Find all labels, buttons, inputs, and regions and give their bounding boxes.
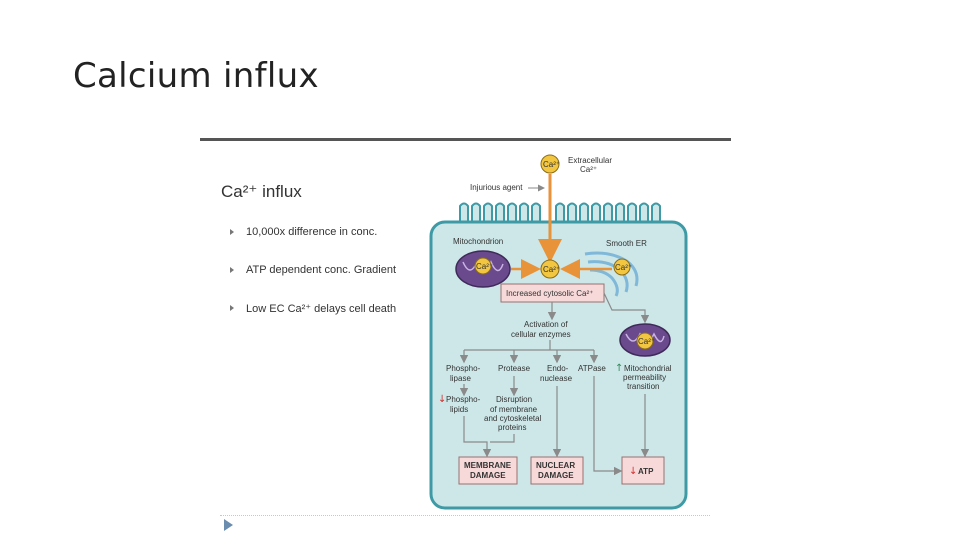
injurious-agent-label: Injurious agent [470, 183, 523, 192]
ca-ion-label: Ca²⁺ [615, 263, 632, 272]
protease-label: Protease [498, 364, 531, 373]
nuclear-damage-label: NUCLEAR [536, 461, 575, 470]
endonuclease-label: Endo- [547, 364, 569, 373]
phospholipids-label-2: lipids [450, 405, 468, 414]
ca-ion-label: Ca²⁺ [543, 160, 560, 169]
bottom-divider [220, 515, 710, 516]
mito-permeability-label-3: transition [627, 382, 659, 391]
phospholipids-label: Phospho- [446, 395, 481, 404]
mito-permeability-label: Mitochondrial [624, 364, 672, 373]
atp-label: ATP [638, 467, 654, 476]
nuclear-damage-label-2: DAMAGE [538, 471, 574, 480]
top-divider [200, 138, 731, 141]
mito-permeability-label-2: permeability [623, 373, 666, 382]
disruption-label-4: proteins [498, 423, 526, 432]
increased-cytosolic-label: Increased cytosolic Ca²⁺ [506, 289, 593, 298]
atp-box [621, 456, 665, 485]
ca-ion-label: Ca²⁺ [476, 262, 493, 271]
down-arrow-icon: ↓ [629, 466, 637, 477]
phospholipase-label-2: lipase [450, 374, 471, 383]
activation-label: Activation of [524, 320, 568, 329]
bullet-item: Low EC Ca²⁺ delays cell death [230, 302, 396, 340]
ca-ion-label: Ca²⁺ [638, 337, 655, 346]
bullet-arrow-icon [224, 519, 233, 531]
ca-ion-er [613, 258, 631, 276]
mitochondrion-label: Mitochondrion [453, 237, 503, 246]
extracellular-label: Extracellular [568, 156, 612, 165]
activation-label-2: cellular enzymes [511, 330, 571, 339]
slide-title: Calcium influx [73, 56, 319, 96]
panel-title: Ca²⁺ influx [221, 182, 302, 201]
ca-ion-cytosolic [540, 259, 560, 279]
bullet-item: 10,000x difference in conc. [230, 226, 396, 264]
smooth-er-label: Smooth ER [606, 239, 647, 248]
down-arrow-icon: ↓ [438, 394, 446, 405]
ca-ion-mito-right [636, 332, 654, 350]
membrane-damage-box [458, 456, 518, 485]
membrane-damage-label-2: DAMAGE [470, 471, 506, 480]
membrane-damage-label: MEMBRANE [464, 461, 512, 470]
atpase-label: ATPase [578, 364, 606, 373]
ca-ion-extracellular [540, 154, 560, 174]
phospholipase-label: Phospho- [446, 364, 481, 373]
up-arrow-icon: ↑ [615, 363, 623, 374]
disruption-label-2: of membrane [490, 405, 538, 414]
cell-body [429, 220, 688, 510]
ca-ion-mito [474, 257, 492, 275]
bullet-item: ATP dependent conc. Gradient [230, 264, 396, 302]
disruption-label: Disruption [496, 395, 532, 404]
disruption-label-3: and cytoskeletal [484, 414, 542, 423]
bullet-list: 10,000x difference in conc. ATP dependen… [230, 226, 396, 340]
endonuclease-label-2: nuclease [540, 374, 573, 383]
extracellular-label-2: Ca²⁺ [580, 165, 597, 174]
microvilli [459, 202, 661, 226]
nuclear-damage-box [530, 456, 584, 485]
ca-ion-label: Ca²⁺ [543, 265, 560, 274]
